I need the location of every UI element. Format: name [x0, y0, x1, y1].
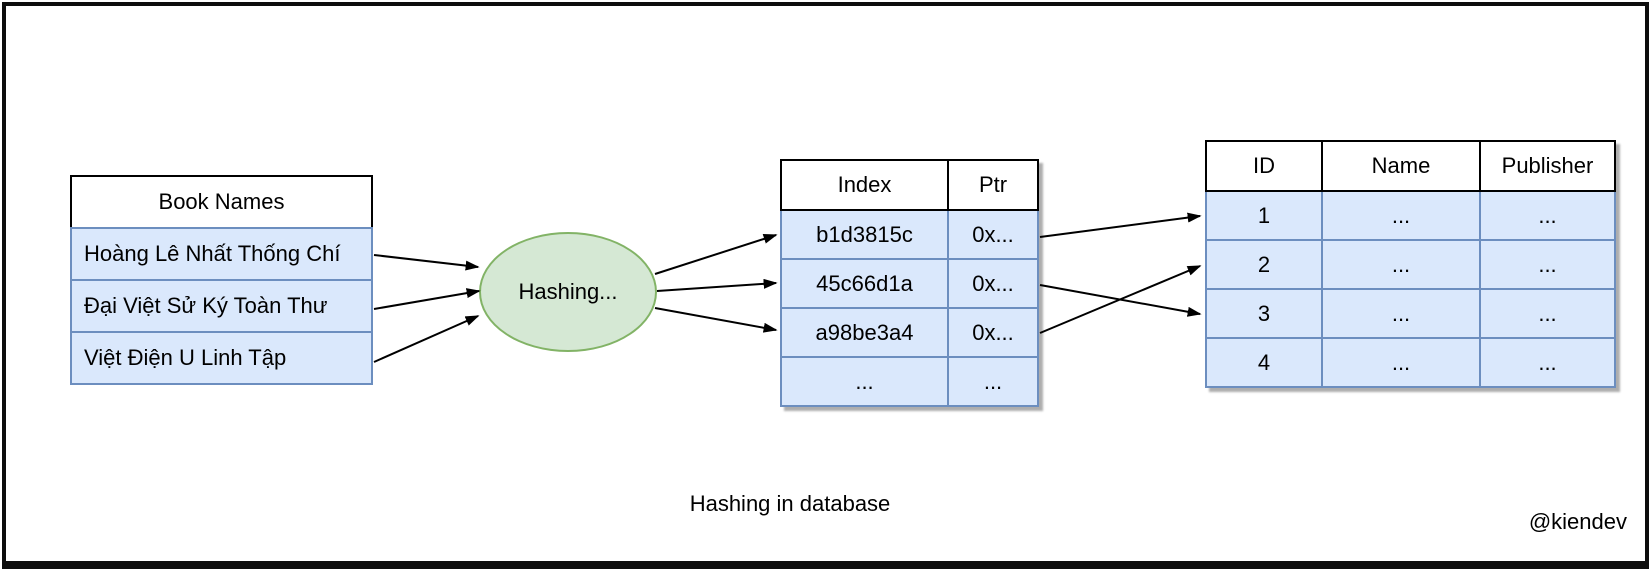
hashing-node-label: Hashing... — [518, 279, 618, 304]
table-row: ... ... — [780, 356, 1039, 407]
id-cell: 1 — [1205, 190, 1323, 241]
publisher-cell: ... — [1479, 190, 1616, 241]
table-row: 45c66d1a 0x... — [780, 258, 1039, 309]
publisher-column-header: Publisher — [1479, 140, 1616, 192]
index-column-header: Index — [780, 159, 949, 211]
arrow-book1-to-hash — [373, 254, 480, 271]
index-cell: ... — [780, 356, 949, 407]
table-row: b1d3815c 0x... — [780, 209, 1039, 260]
publisher-cell: ... — [1479, 337, 1616, 388]
book-names-header: Book Names — [70, 175, 373, 229]
ptr-cell: ... — [947, 356, 1039, 407]
ptr-cell: 0x... — [947, 307, 1039, 358]
index-ptr-table: Index Ptr b1d3815c 0x... 45c66d1a 0x... … — [780, 159, 1039, 407]
author-watermark: @kiendev — [1528, 509, 1627, 534]
arrow-hash-to-index2 — [656, 278, 778, 292]
name-cell: ... — [1321, 190, 1481, 241]
arrow-index3-to-record2 — [1039, 265, 1202, 334]
index-cell: a98be3a4 — [780, 307, 949, 358]
table-row: 3 ... ... — [1205, 288, 1616, 339]
ptr-cell: 0x... — [947, 258, 1039, 309]
arrow-book2-to-hash — [373, 288, 481, 310]
index-cell: b1d3815c — [780, 209, 949, 260]
diagram-caption: Hashing in database — [689, 491, 891, 516]
table-row: 4 ... ... — [1205, 337, 1616, 388]
table-row: a98be3a4 0x... — [780, 307, 1039, 358]
table-row: 2 ... ... — [1205, 239, 1616, 290]
name-cell: ... — [1321, 288, 1481, 339]
book-row: Việt Điện U Linh Tập — [70, 331, 373, 385]
table-row: 1 ... ... — [1205, 190, 1616, 241]
id-column-header: ID — [1205, 140, 1323, 192]
name-cell: ... — [1321, 337, 1481, 388]
hashing-node: Hashing... — [479, 232, 657, 352]
name-column-header: Name — [1321, 140, 1481, 192]
name-cell: ... — [1321, 239, 1481, 290]
records-table: ID Name Publisher 1 ... ... 2 ... ... 3 … — [1205, 140, 1616, 388]
arrow-hash-to-index3 — [654, 307, 778, 333]
arrow-index1-to-record1 — [1039, 212, 1202, 238]
arrow-index2-to-record3 — [1039, 284, 1202, 317]
publisher-cell: ... — [1479, 288, 1616, 339]
book-row: Hoàng Lê Nhất Thống Chí — [70, 227, 373, 281]
ptr-column-header: Ptr — [947, 159, 1039, 211]
arrow-hash-to-index1 — [654, 234, 778, 275]
index-cell: 45c66d1a — [780, 258, 949, 309]
id-cell: 3 — [1205, 288, 1323, 339]
ptr-cell: 0x... — [947, 209, 1039, 260]
arrow-book3-to-hash — [373, 315, 480, 363]
book-names-table: Book Names Hoàng Lê Nhất Thống Chí Đại V… — [70, 175, 373, 385]
book-row: Đại Việt Sử Ký Toàn Thư — [70, 279, 373, 333]
id-cell: 2 — [1205, 239, 1323, 290]
id-cell: 4 — [1205, 337, 1323, 388]
publisher-cell: ... — [1479, 239, 1616, 290]
